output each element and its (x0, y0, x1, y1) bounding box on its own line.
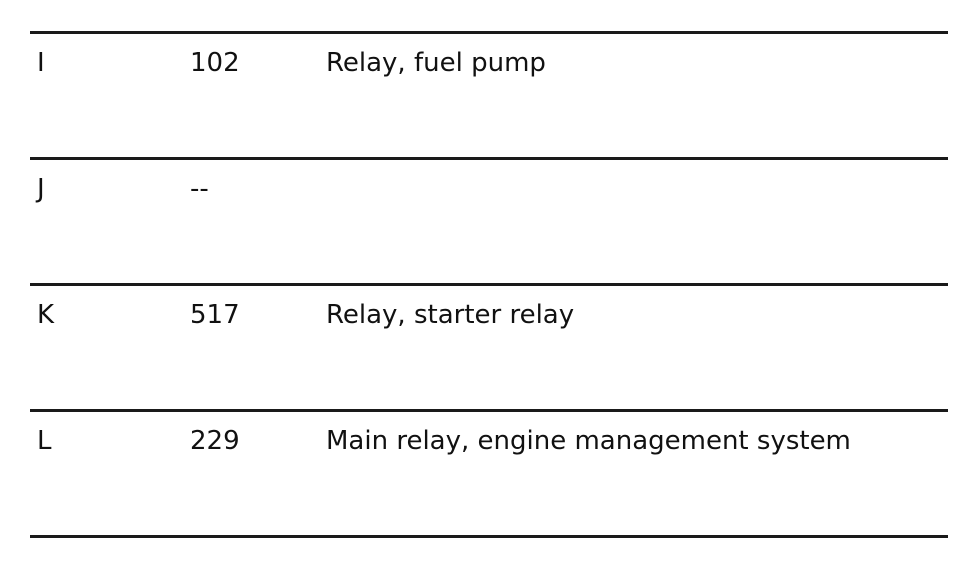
number-cell: 517 (190, 300, 240, 330)
table-rule (30, 157, 948, 160)
number-cell: 102 (190, 48, 240, 78)
table-row: K 517 Relay, starter relay (30, 286, 948, 409)
position-cell: I (37, 48, 45, 78)
table-row: J -- (30, 160, 948, 283)
table-row: L 229 Main relay, engine management syst… (30, 412, 948, 535)
position-cell: K (37, 300, 55, 330)
table-rule (30, 409, 948, 412)
table-rule (30, 31, 948, 34)
description-cell: Relay, fuel pump (326, 48, 546, 78)
position-cell: L (37, 426, 52, 456)
table-rule (30, 283, 948, 286)
table-rule (30, 535, 948, 538)
description-cell: Main relay, engine management system (326, 426, 851, 456)
number-cell: 229 (190, 426, 240, 456)
position-cell: J (37, 174, 45, 204)
table-row: I 102 Relay, fuel pump (30, 34, 948, 157)
description-cell: Relay, starter relay (326, 300, 575, 330)
relay-table: I 102 Relay, fuel pump J -- K 517 Relay,… (30, 31, 948, 538)
number-cell: -- (190, 174, 209, 204)
